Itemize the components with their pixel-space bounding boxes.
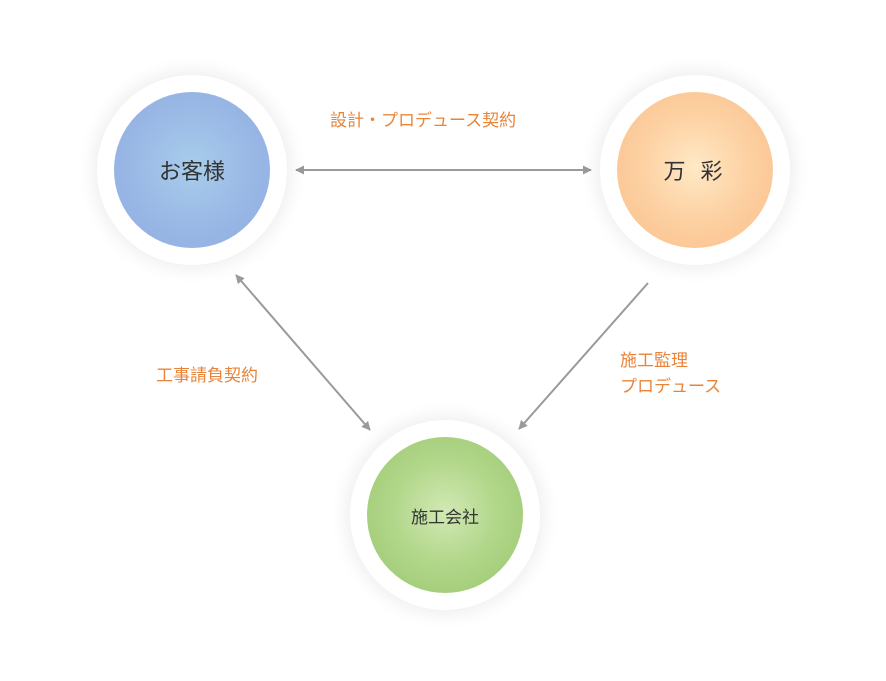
customer-label: お客様 [158, 160, 225, 185]
builder-node: 施工会社 [350, 420, 540, 610]
customer-node: お客様 [97, 75, 287, 265]
customer-circle: お客様 [114, 92, 270, 248]
mansai-circle: 万 彩 [617, 92, 773, 248]
relation-label-right: 施工監理 プロデュース [620, 348, 721, 400]
relation-label-right-line1: 施工監理 [620, 351, 688, 371]
arrow-customer-builder [235, 274, 371, 431]
mansai-label: 万 彩 [663, 160, 727, 185]
mansai-node: 万 彩 [600, 75, 790, 265]
relation-label-left: 工事請負契約 [156, 366, 258, 386]
relation-label-right-line2: プロデュース [620, 377, 722, 397]
arrow-mansai-builder [518, 282, 649, 430]
builder-circle: 施工会社 [367, 437, 523, 593]
builder-label: 施工会社 [411, 507, 479, 528]
relation-label-top: 設計・プロデュース契約 [330, 111, 517, 131]
